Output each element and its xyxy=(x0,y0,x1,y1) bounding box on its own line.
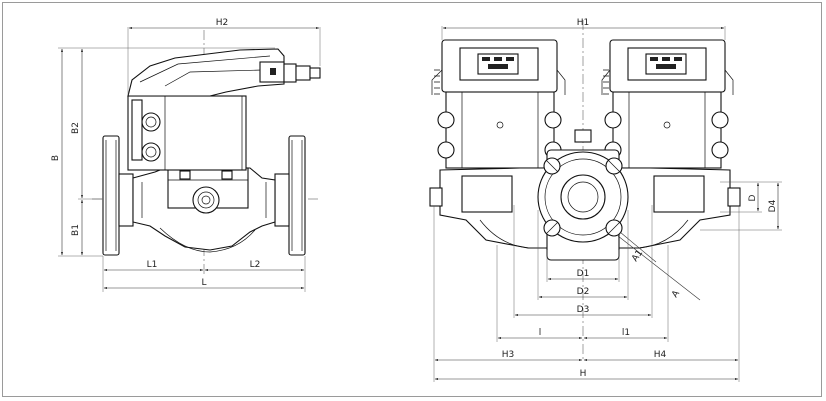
dim-label-b1: B1 xyxy=(71,224,81,236)
control-head-side xyxy=(127,48,321,97)
dim-label-l1-small: l1 xyxy=(622,328,630,338)
dim-label-a: A xyxy=(670,288,682,299)
pump-body-side xyxy=(132,167,276,253)
dim-label-h4: H4 xyxy=(654,350,667,360)
side-view: H2 B B2 B1 L1 L2 L xyxy=(51,18,321,292)
left-pump-head xyxy=(431,39,566,169)
front-view: H1 D D4 A1 A D1 D2 D3 l l1 xyxy=(429,18,782,382)
front-flange xyxy=(537,149,629,261)
dim-label-a1: A1 xyxy=(630,248,645,263)
right-flange xyxy=(274,135,306,256)
dim-label-h: H xyxy=(580,369,587,379)
dim-label-l: L xyxy=(201,278,206,288)
dim-label-b2: B2 xyxy=(71,122,81,134)
dim-label-d1: D1 xyxy=(577,269,590,279)
dim-label-h3: H3 xyxy=(502,350,515,360)
dim-label-d2: D2 xyxy=(577,287,590,297)
dim-label-h1: H1 xyxy=(577,18,590,28)
dim-label-l-small: l xyxy=(539,328,542,338)
dim-label-l2: L2 xyxy=(250,260,261,270)
right-pump-head xyxy=(601,39,734,169)
dim-label-d: D xyxy=(748,194,758,201)
dim-label-d4: D4 xyxy=(768,199,778,212)
dim-label-l1: L1 xyxy=(147,260,158,270)
motor-housing-side xyxy=(127,95,247,171)
dim-label-h2: H2 xyxy=(216,18,229,28)
dim-label-d3: D3 xyxy=(577,305,590,315)
dim-label-b: B xyxy=(51,155,61,161)
